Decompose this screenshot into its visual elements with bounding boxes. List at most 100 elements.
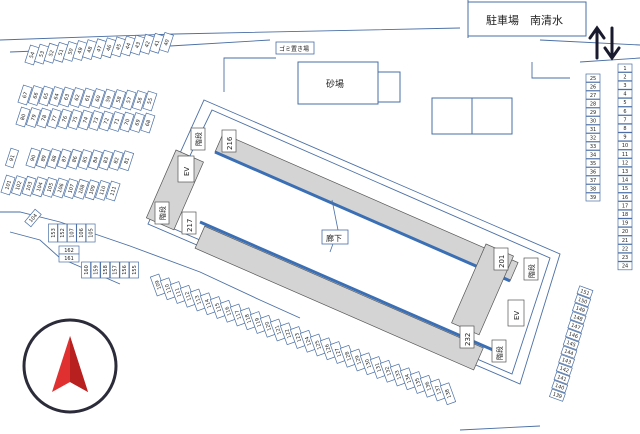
parking-stall-142: 142 [555,362,573,377]
parking-stall-number: 114 [204,298,213,309]
parking-stall-number: 6 [623,109,626,115]
parking-stall-number: 116 [224,305,233,316]
parking-stall-number: 18 [622,212,628,218]
parking-stall-number: 56 [136,97,144,105]
corridor-label: 廊下 [326,233,342,243]
parking-stall-number: 162 [64,248,74,254]
parking-stall-number: 76 [61,115,69,123]
parking-stall-number: 70 [124,118,132,126]
parking-stall-108: 108 [73,178,90,200]
parking-stall-72: 72 [98,110,114,132]
building-lower-wing [194,225,484,371]
parking-stall-105: 105 [42,177,58,198]
parking-stall-85: 85 [77,149,93,170]
parking-stall-number: 65 [43,92,51,100]
parking-stall-number: 12 [622,160,628,166]
parking-stall-number: 21 [622,238,628,244]
parking-stall-number: 45 [115,43,123,51]
parking-stall-number: 20 [622,229,628,235]
elevator-box-w [177,155,195,183]
parking-stall-number: 28 [590,101,596,107]
parking-stall-number: 127 [334,347,343,358]
parking-stall-number: 125 [314,339,323,350]
parking-stall-39: 39 [585,192,601,202]
unit-box-216 [221,129,237,153]
parking-stall-number: 115 [214,302,223,313]
parking-stall-number: 136 [424,380,433,391]
parking-stall-number: 10 [622,143,628,149]
parking-stall-number: 101 [4,180,13,191]
parking-stall-number: 64 [53,93,61,101]
parking-stall-number: 34 [590,152,596,158]
parking-stall-number: 8 [623,126,626,132]
parking-stall-158: 158 [100,261,111,279]
parking-stall-140: 140 [551,379,569,394]
parking-stall-153: 153 [48,223,58,243]
stairs-label-e: 階段 [527,264,536,278]
parking-stall-number: 86 [71,155,79,163]
parking-stall-34: 34 [585,150,601,159]
parking-stall-number: 47 [96,45,104,53]
parking-stall-76: 76 [57,108,73,130]
parking-stall-number: 140 [554,383,565,392]
parking-stall-102: 102 [10,175,27,196]
parking-stall-number: 122 [284,328,293,339]
parking-stall-59: 59 [100,88,116,110]
parking-stall-number: 150 [577,297,588,306]
parking-stall-number: 33 [590,144,596,150]
parking-stall-number: 131 [374,362,383,373]
parking-stall-number: 129 [354,354,363,365]
parking-stall-number: 105 [46,182,55,193]
parking-stall-number: 25 [590,76,596,82]
parking-stall-number: 50 [67,48,75,56]
stairs-box-e [523,257,539,281]
parking-stall-77: 77 [46,108,62,129]
unit-box-201 [493,247,509,271]
parking-stall-number: 153 [51,228,57,238]
parking-stall-35: 35 [585,158,601,168]
parking-stall-103: 103 [21,175,37,197]
parking-stall-number: 26 [590,84,596,90]
parking-stall-number: 156 [122,265,128,275]
parking-stall-number: 89 [40,155,48,163]
parking-stall-number: 85 [82,156,90,164]
parking-stall-78: 78 [36,107,52,129]
parking-stall-9: 9 [617,132,633,142]
unit-box-232 [459,325,475,349]
parking-stall-number: 146 [568,331,579,340]
up-down-arrows-icon [588,25,621,61]
parking-stall-15: 15 [617,184,633,193]
parking-stall-number: 109 [88,185,97,196]
parking-stall-number: 90 [30,154,38,162]
parking-stall-20: 20 [617,227,633,236]
parking-stall-number: 54 [29,51,37,59]
parking-stall-number: 117 [234,309,243,320]
parking-stall-88: 88 [46,148,62,169]
elevator-box-e [507,299,525,327]
parking-stall-number: 71 [113,118,121,126]
parking-stall-number: 105 [88,228,94,238]
parking-stall-56: 56 [131,90,147,111]
parking-stall-67: 67 [17,84,33,106]
parking-stall-104: 104 [31,176,48,198]
parking-stall-number: 161 [64,256,74,262]
parking-stall-number: 128 [344,350,353,361]
parking-stall-157: 157 [109,261,120,279]
parking-stall-111: 111 [105,180,121,202]
parking-stall-number: 42 [144,40,152,48]
parking-stall-number: 40 [163,39,171,47]
parking-stall-156: 156 [119,261,130,279]
parking-stall-number: 39 [590,195,596,201]
parking-stall-number: 48 [86,46,94,54]
parking-stall-10: 10 [617,141,633,150]
parking-stall-number: 84 [92,156,100,164]
parking-stall-138: 138 [439,382,457,406]
parking-stall-38: 38 [585,184,601,193]
parking-stall-105: 105 [85,223,96,243]
parking-stall-149: 149 [572,302,589,316]
parking-stall-number: 44 [125,42,133,50]
parking-stall-3: 3 [617,80,633,90]
parking-stall-145: 145 [562,336,580,351]
parking-stall-number: 144 [563,348,574,357]
